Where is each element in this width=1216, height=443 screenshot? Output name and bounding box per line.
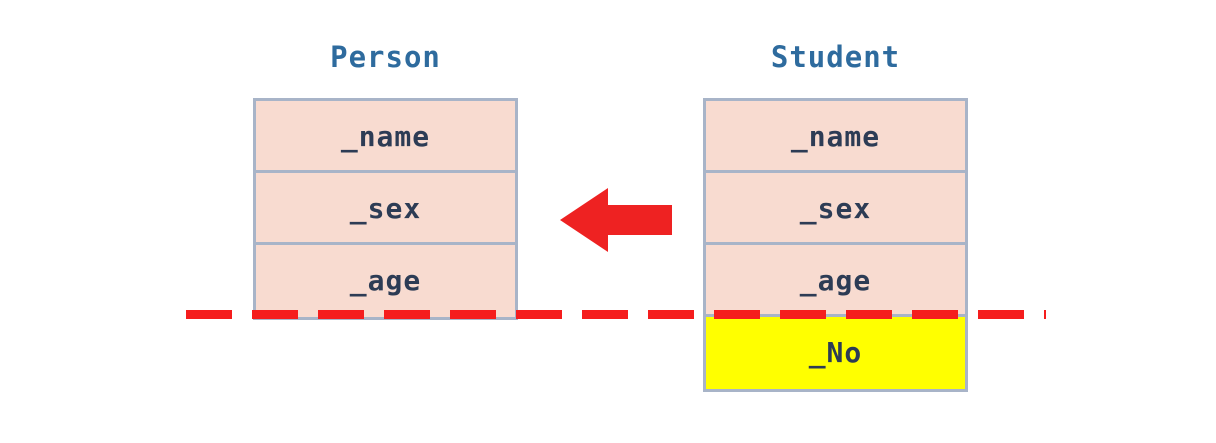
field-row[interactable]: _name bbox=[256, 101, 515, 173]
field-list-person: _name _sex _age bbox=[253, 98, 518, 320]
dashed-line-icon bbox=[186, 310, 1046, 319]
field-row[interactable]: _sex bbox=[706, 173, 965, 245]
field-row[interactable]: _No bbox=[706, 317, 965, 389]
arrow-left-icon bbox=[560, 185, 672, 255]
class-title-student: Student bbox=[770, 40, 901, 74]
field-list-student: _name _sex _age _No bbox=[703, 98, 968, 392]
field-row[interactable]: _sex bbox=[256, 173, 515, 245]
field-row[interactable]: _age bbox=[256, 245, 515, 317]
class-title-person: Person bbox=[330, 40, 441, 74]
field-row[interactable]: _name bbox=[706, 101, 965, 173]
field-row[interactable]: _age bbox=[706, 245, 965, 317]
